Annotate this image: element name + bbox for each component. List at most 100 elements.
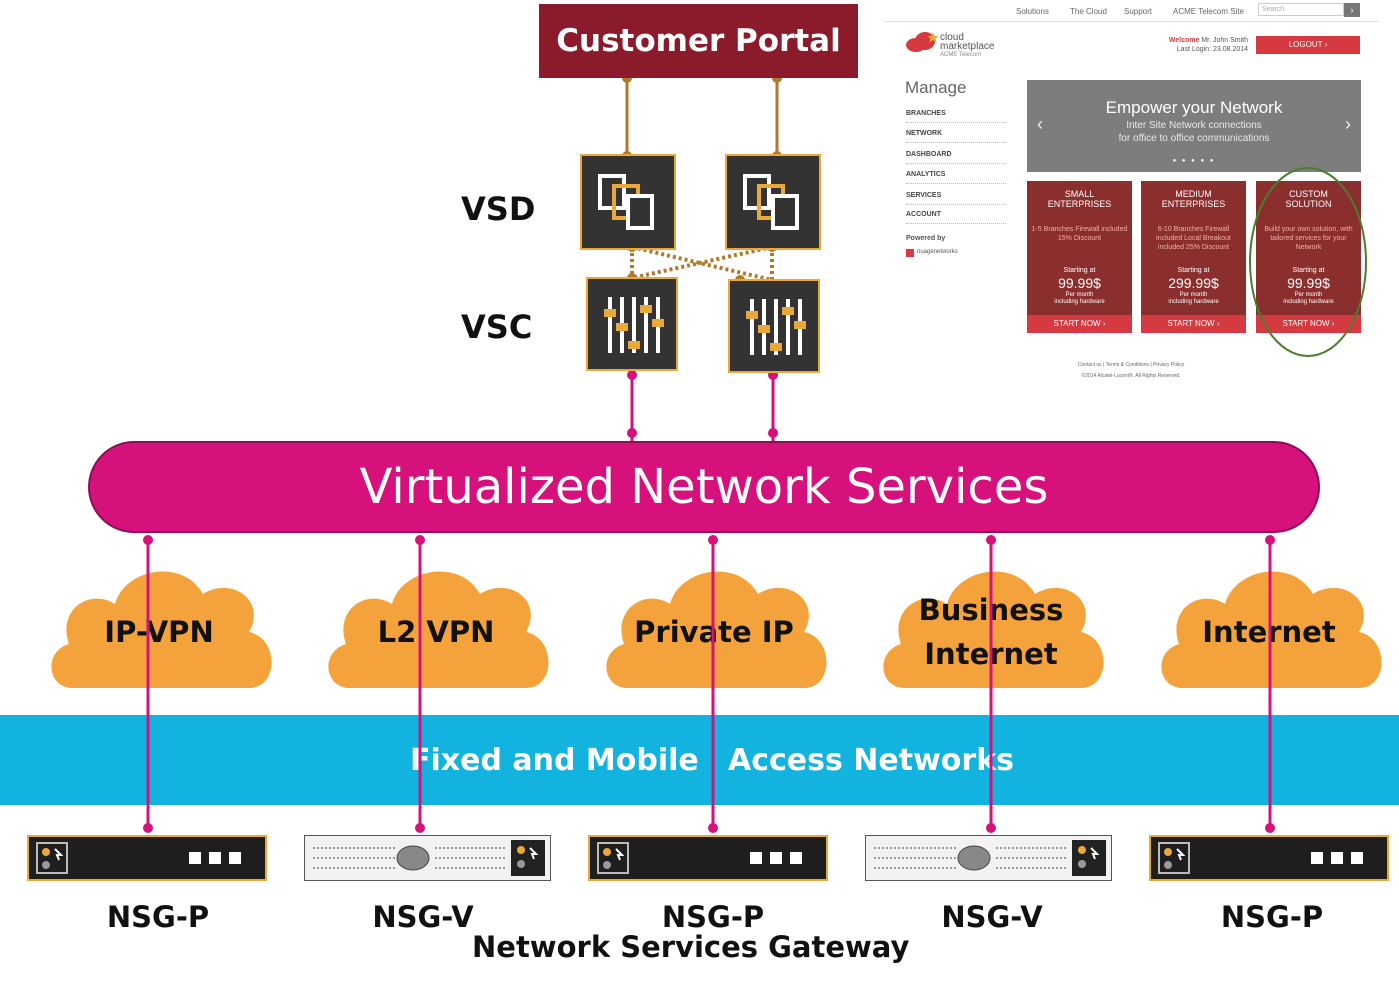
vsc-node-right [728, 279, 820, 373]
mp-card-desc: 1-5 Branches Firewall included 15% Disco… [1031, 226, 1128, 242]
mp-user-info: Welcome Mr. John Smith Last Login: 23.08… [1144, 36, 1248, 54]
slider-controls-icon [604, 297, 664, 353]
mp-menu-services[interactable]: SERVICES [906, 192, 1006, 205]
mp-nav-acme-site[interactable]: ACME Telecom Site [1173, 7, 1244, 16]
mp-search-button[interactable]: › [1344, 3, 1360, 17]
nsg-label: NSG-V [941, 900, 1043, 934]
access-label-right: Access Networks [728, 743, 1015, 778]
mp-logout-button[interactable]: LOGOUT › [1256, 36, 1360, 54]
mp-card-starting: Starting at [1063, 267, 1096, 274]
nsg-physical-device [27, 835, 267, 881]
mp-card-desc: 6-10 Branches Firewall included Local Br… [1156, 226, 1231, 251]
nsg-label: NSG-P [661, 900, 765, 934]
mp-card-note: Per month [1065, 292, 1094, 298]
access-label-left: Fixed and Mobile [410, 743, 699, 778]
mp-manage-heading: Manage [905, 78, 967, 97]
portal-screenshot: Solutions The Cloud Support ACME Telecom… [884, 0, 1378, 384]
cloud-private-ip: Private IP [598, 548, 830, 698]
cloud-label: Business [918, 593, 1064, 627]
cloud-l2-vpn: L2 VPN [320, 548, 552, 698]
highlight-ellipse [1249, 167, 1367, 357]
mp-start-now-button[interactable]: START NOW › [1256, 315, 1361, 333]
vsd-windows-icon [598, 174, 654, 230]
vsd-node-left [580, 154, 676, 250]
cloud-ip-vpn: IP-VPN [43, 548, 275, 698]
mp-nav-divider [884, 21, 1378, 22]
mp-powered-by: Powered by [906, 235, 946, 242]
mp-start-now-label: START NOW [1167, 319, 1215, 328]
nsg-label: NSG-V [372, 900, 474, 934]
mp-menu-analytics[interactable]: ANALYTICS [906, 171, 1006, 184]
cloud-label: Internet [1202, 615, 1336, 649]
chevron-left-icon[interactable]: ‹ [1037, 114, 1043, 134]
mp-logo-line2: marketplace [940, 41, 995, 52]
nsg-virtual-device [304, 835, 551, 881]
vsc-label: VSC [461, 308, 533, 346]
nuage-logo-icon [906, 249, 914, 257]
mp-card-title: CUSTOM [1289, 189, 1328, 199]
vsd-windows-icon [743, 174, 799, 230]
nsg-physical-device [588, 835, 828, 881]
vns-bar: Virtualized Network Services [88, 441, 1320, 533]
mp-nav-solutions[interactable]: Solutions [1016, 7, 1049, 16]
mp-copyright: ©2014 Alcatel-Lucent®. All Rights Reserv… [1081, 373, 1181, 379]
mp-hero-banner: ‹ › Empower your Network Inter Site Netw… [1027, 80, 1361, 172]
mp-start-now-button[interactable]: START NOW › [1141, 315, 1246, 333]
access-networks-band [0, 715, 1399, 805]
vsd-label: VSD [461, 190, 536, 228]
mp-user-name: Mr. John Smith [1201, 37, 1248, 44]
cloud-label: IP-VPN [104, 615, 214, 649]
mp-nav-the-cloud[interactable]: The Cloud [1070, 7, 1107, 16]
mp-last-login: Last Login: 23.08.2014 [1176, 46, 1248, 53]
mp-card-title: SMALL [1064, 189, 1095, 199]
mp-card-note: Per month [1179, 292, 1208, 298]
mp-card-desc: Build your own solution, with tailored s… [1264, 226, 1353, 251]
cloud-icon [51, 571, 272, 688]
mp-menu-branches[interactable]: BRANCHES [906, 110, 1006, 123]
nsg-physical-device [1149, 835, 1389, 881]
cloud-label: Internet [924, 637, 1058, 671]
mp-card-price: 99.99$ [1058, 275, 1101, 291]
mp-card-note: including hardware [1054, 299, 1105, 305]
vsd-node-right [725, 154, 821, 250]
chevron-right-icon[interactable]: › [1345, 114, 1351, 134]
device-panel-icon [36, 842, 241, 874]
mp-menu-dashboard[interactable]: DASHBOARD [906, 151, 1006, 164]
mp-hero-line2: for office to office communications [1118, 133, 1270, 144]
nsg-label: NSG-P [1220, 900, 1324, 934]
customer-portal-label: Customer Portal [556, 23, 841, 59]
mp-logout-label: LOGOUT [1288, 40, 1323, 49]
mp-nav-support[interactable]: Support [1124, 7, 1153, 16]
mp-logo-sub: ACME Telecom [940, 52, 982, 58]
cloud-internet: Internet [1153, 548, 1385, 698]
vsc-node-left [586, 277, 678, 371]
mp-welcome: Welcome [1168, 37, 1200, 44]
mp-start-now-label: START NOW [1053, 319, 1101, 328]
mp-card-price: 299.99$ [1168, 275, 1219, 291]
mp-start-now-button[interactable]: START NOW › [1027, 315, 1132, 333]
mp-card-title: SOLUTION [1285, 199, 1332, 209]
slider-controls-icon [746, 299, 806, 355]
cloud-icon [883, 571, 1104, 688]
mp-hero-line1: Inter Site Network connections [1126, 120, 1262, 131]
mp-card-note: including hardware [1283, 299, 1334, 305]
mp-menu-account[interactable]: ACCOUNT [906, 211, 1006, 224]
device-panel-icon [313, 840, 545, 876]
mp-start-now-label: START NOW [1282, 319, 1330, 328]
mp-search-input[interactable]: Search [1258, 3, 1344, 16]
cloud-logo-icon [906, 32, 939, 52]
mp-card-title: ENTERPRISES [1047, 199, 1112, 209]
mp-card-starting: Starting at [1292, 267, 1325, 274]
carousel-dots-icon[interactable]: ● ● ● ● ● [1172, 158, 1216, 164]
device-panel-icon [1158, 842, 1363, 874]
mp-card-starting: Starting at [1177, 267, 1210, 274]
mp-powered-brand: nuagenetworks [917, 249, 958, 255]
cloud-label: Private IP [634, 615, 794, 649]
mp-card-title: ENTERPRISES [1161, 199, 1226, 209]
cloud-label: L2 VPN [377, 615, 495, 649]
mp-card-title: MEDIUM [1175, 189, 1212, 199]
mp-menu-network[interactable]: NETWORK [906, 130, 1006, 143]
mp-footer-links[interactable]: Contact us | Terms & Conditions | Privac… [1077, 362, 1185, 368]
